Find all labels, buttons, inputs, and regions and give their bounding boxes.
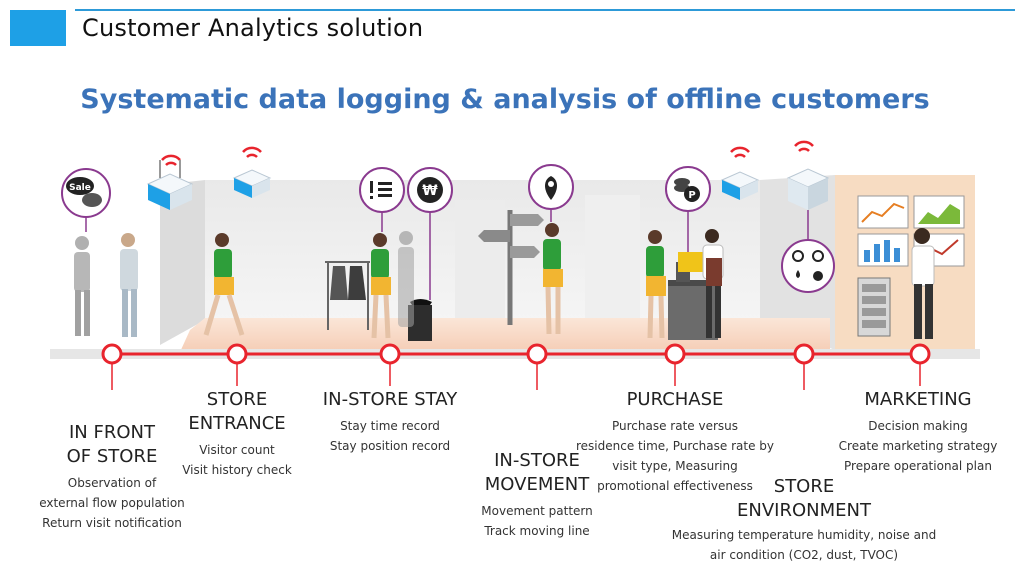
record-list-icon — [359, 167, 405, 232]
currency-won-icon: ₩ — [407, 167, 453, 300]
cashier — [702, 229, 724, 338]
store-journey-illustration: Sale ₩ P — [50, 140, 980, 390]
stage-title: PURCHASE — [626, 389, 724, 410]
header-rule — [75, 9, 1015, 11]
timeline-node — [226, 343, 248, 365]
clothing-rack — [325, 261, 370, 330]
marketing-analyst — [911, 228, 935, 339]
header-accent-square — [10, 10, 66, 46]
timeline-node — [793, 343, 815, 365]
stage-title: IN-STORE STAY — [322, 389, 458, 410]
person-moving — [543, 223, 563, 335]
environment-sensor-icon — [786, 140, 830, 240]
directional-signpost — [478, 210, 544, 325]
sale-promotion-icon: Sale — [61, 168, 111, 232]
stage-title: MARKETING — [864, 389, 972, 410]
store-floor — [180, 318, 830, 352]
timeline-node — [526, 343, 548, 365]
marketing-dashboard-screens — [857, 195, 965, 337]
wifi-router-icon — [232, 146, 272, 198]
slide-header-title: Customer Analytics solution — [82, 14, 424, 42]
timeline-node — [379, 343, 401, 365]
wifi-router-icon — [146, 154, 194, 210]
svg-text:₩: ₩ — [422, 183, 438, 199]
stage-description: Measuring temperature humidity, noise an… — [671, 528, 937, 562]
journey-timeline — [50, 343, 980, 390]
svg-text:P: P — [688, 190, 695, 201]
person-outside-phone — [120, 233, 138, 337]
person-purchasing — [646, 230, 666, 339]
main-title: Systematic data logging & analysis of of… — [80, 84, 930, 115]
wifi-router-icon — [720, 146, 760, 200]
sale-bubble-text: Sale — [69, 183, 91, 193]
person-entering — [203, 233, 245, 336]
timeline-node — [664, 343, 686, 365]
timeline-node — [909, 343, 931, 365]
shoppers-browsing-grey — [398, 231, 414, 327]
timeline-node — [101, 343, 123, 365]
location-pin-icon — [528, 164, 574, 222]
person-instore-stay — [371, 233, 391, 339]
person-outside-grey — [74, 236, 90, 336]
environment-measures-icon — [781, 239, 835, 293]
payment-coin-icon: P — [665, 166, 711, 252]
